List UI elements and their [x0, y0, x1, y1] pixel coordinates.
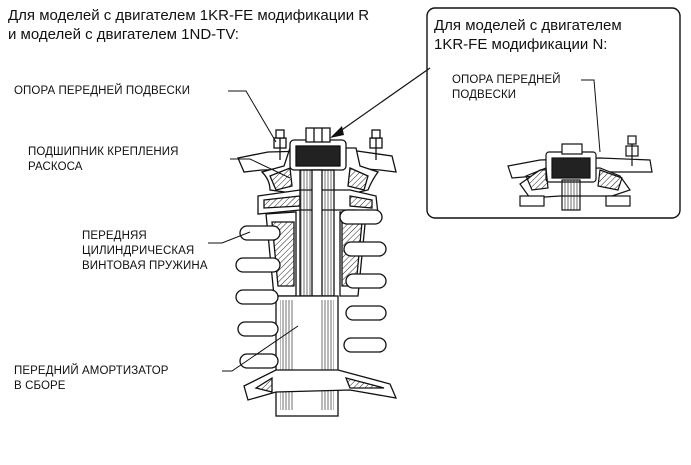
inset-frame: [426, 7, 681, 219]
left-stud: [273, 129, 287, 160]
label-inset-support: ОПОРА ПЕРЕДНЕЙ ПОДВЕСКИ: [452, 74, 561, 101]
heading-left: Для моделей с двигателем 1KR-FE модифика…: [8, 7, 370, 43]
top-mount-rubber-right: [347, 167, 369, 191]
inset-mount: [507, 135, 653, 211]
label-coil-spring: ПЕРЕДНЯЯ ЦИЛИНДРИЧЕСКАЯ ВИНТОВАЯ ПРУЖИНА: [82, 230, 208, 272]
right-stud: [369, 129, 383, 160]
label-front-support: ОПОРА ПЕРЕДНЕЙ ПОДВЕСКИ: [14, 85, 191, 97]
top-nut: [305, 127, 331, 143]
callout-arrow: [335, 67, 431, 135]
heading-right: Для моделей с двигателем 1KR-FE модифика…: [434, 17, 622, 53]
inset-stud: [625, 135, 639, 166]
coil-spring: [235, 209, 387, 369]
label-strut-bearing: ПОДШИПНИК КРЕПЛЕНИЯ РАСКОСА: [28, 146, 179, 173]
top-mount-rubber: [269, 167, 293, 191]
label-shock-absorber: ПЕРЕДНИЙ АМОРТИЗАТОР В СБОРЕ: [14, 365, 169, 392]
lower-spring-seat: [243, 369, 398, 401]
leader-lines: [208, 79, 601, 372]
